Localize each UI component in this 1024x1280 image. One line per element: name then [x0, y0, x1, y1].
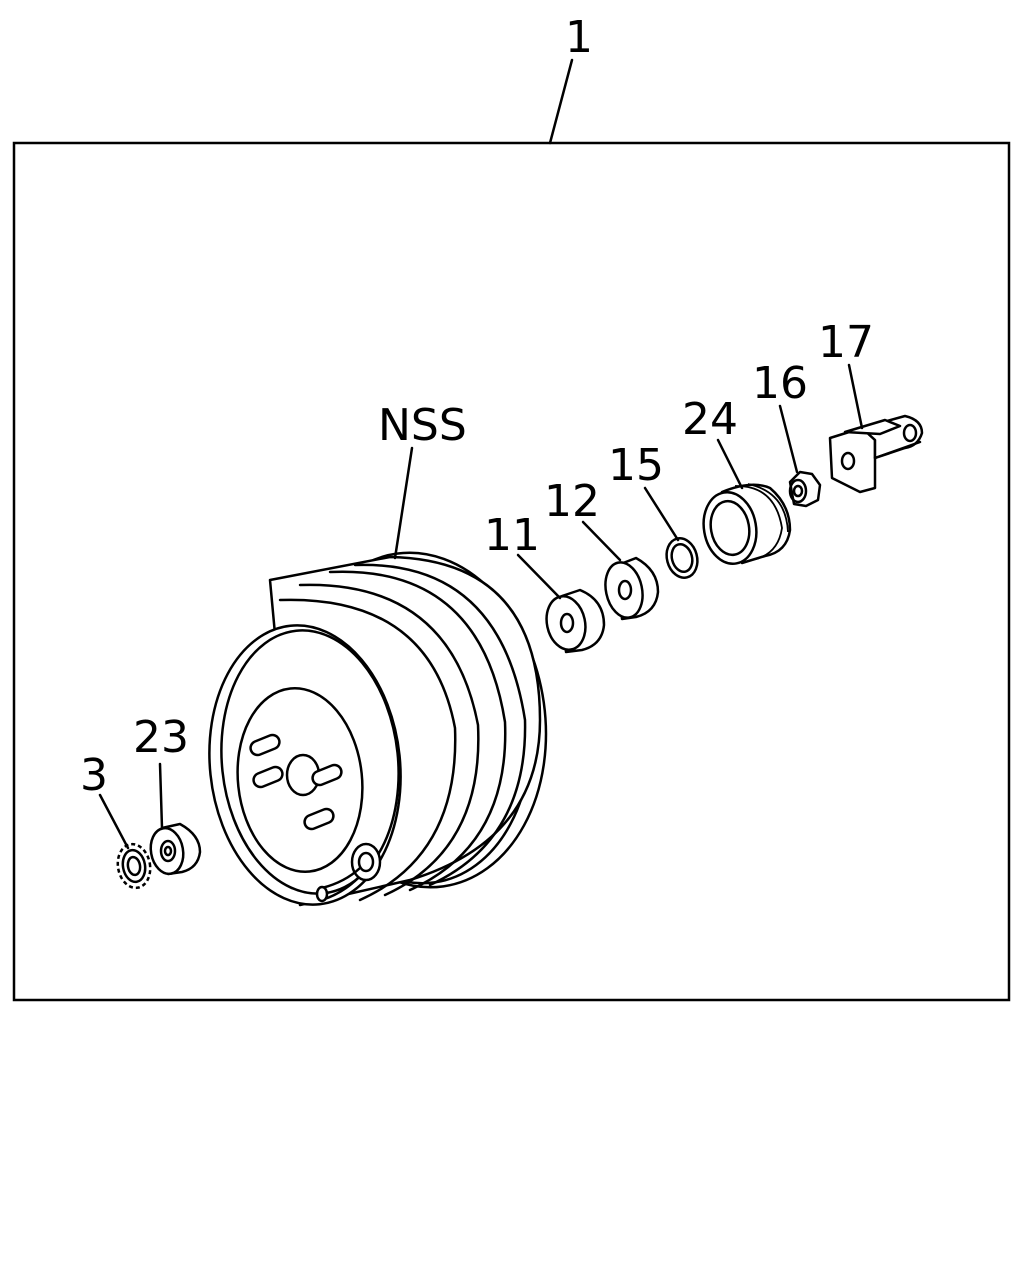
leader-part-11 — [516, 553, 562, 600]
part-3-lock-washer — [116, 842, 152, 890]
label-part-16: 16 — [752, 358, 808, 409]
label-part-12: 12 — [544, 476, 600, 527]
leader-part-24 — [716, 438, 744, 490]
assembly-frame — [12, 141, 1011, 1002]
leader-assembly — [548, 58, 574, 145]
label-nss: NSS — [378, 400, 467, 451]
label-part-15: 15 — [608, 440, 664, 491]
brake-booster-drum — [208, 551, 548, 907]
leader-nss — [393, 446, 414, 560]
leader-part-17 — [847, 363, 864, 430]
label-part-23: 23 — [133, 712, 189, 763]
leader-part-23 — [158, 762, 164, 830]
part-17-clevis — [828, 414, 924, 494]
part-24-boot — [702, 483, 792, 565]
part-11-washer — [545, 588, 606, 654]
label-part-24: 24 — [682, 394, 738, 445]
mounting-studs — [249, 733, 343, 831]
leader-part-15 — [643, 486, 680, 542]
part-15-o-ring — [665, 537, 699, 579]
label-part-17: 17 — [818, 317, 874, 368]
part-12-disc — [604, 556, 660, 621]
leader-part-12 — [581, 520, 622, 562]
leader-part-3 — [98, 793, 130, 850]
label-assembly: 1 — [565, 12, 593, 63]
label-part-3: 3 — [80, 750, 108, 801]
leader-part-16 — [778, 404, 799, 474]
part-23-seal — [149, 822, 202, 876]
label-part-11: 11 — [484, 510, 540, 561]
part-16-nut — [788, 470, 822, 508]
